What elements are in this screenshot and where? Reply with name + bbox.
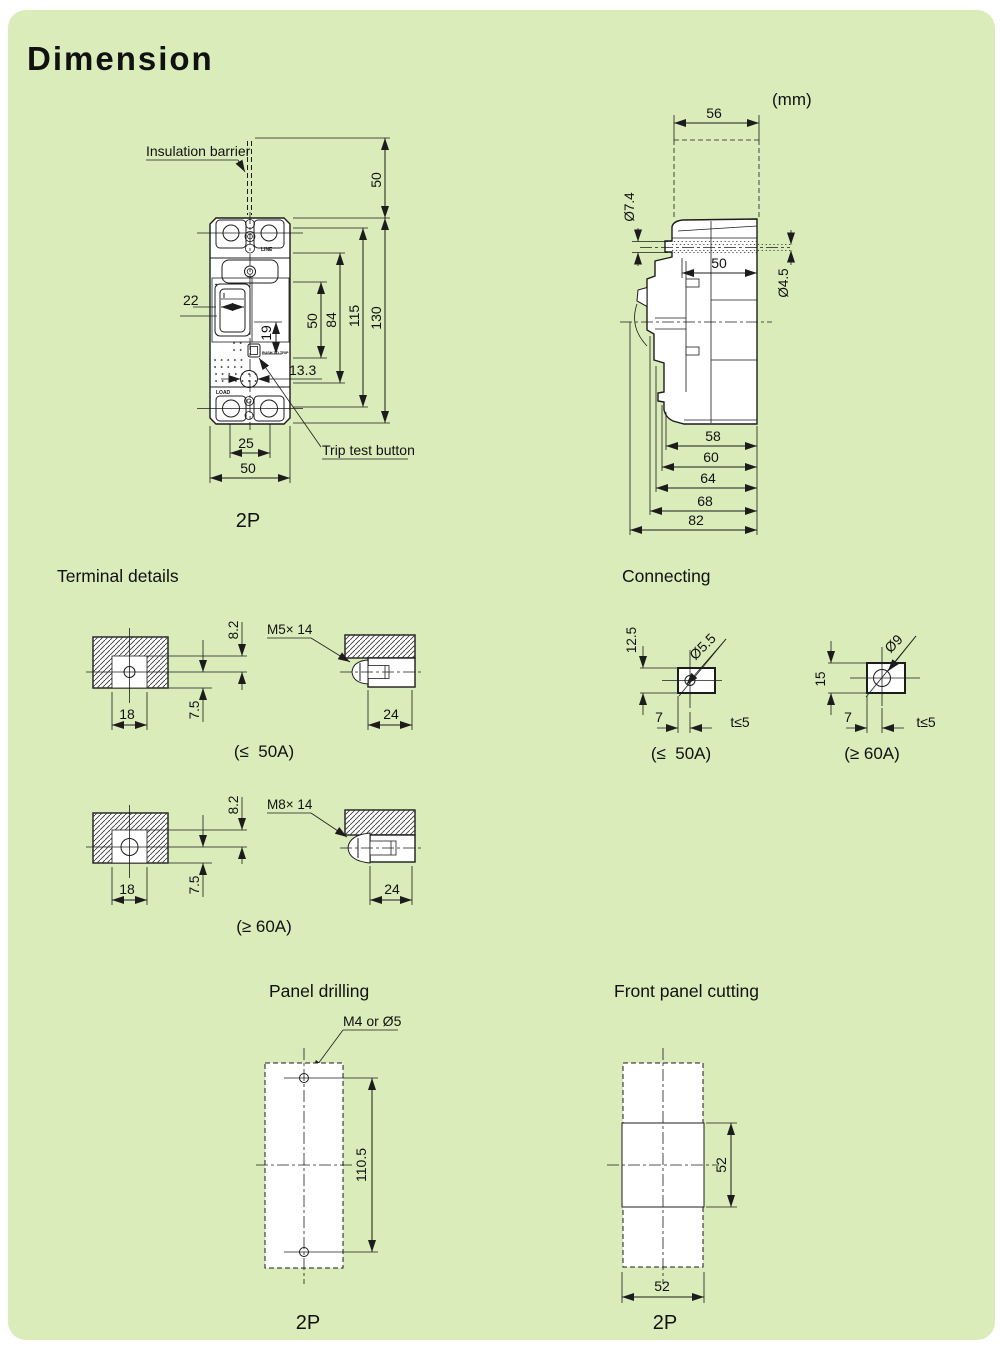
dim-7-5-r2: 7.5	[187, 876, 202, 895]
trip-test-button	[247, 343, 261, 358]
dim-18-r1: 18	[119, 706, 135, 722]
screw-label-m8: M8× 14	[267, 797, 313, 812]
dim-8-2-r2: 8.2	[226, 796, 241, 815]
thickness-c2: t≤5	[916, 714, 936, 730]
insulation-barrier-label: Insulation barrier	[146, 143, 251, 159]
front-panel-cutting-pole-label: 2P	[652, 1312, 678, 1334]
front-view-pole-label: 2P	[235, 510, 261, 532]
front-view-drawing: Insulation barrier LINE	[146, 137, 415, 483]
dim-dia-4-5: Ø4.5	[776, 268, 791, 297]
panel-drilling-drawing: M4 or Ø5 110.5	[256, 1013, 402, 1284]
page-title: Dimension	[27, 40, 214, 77]
drill-hole-label: M4 or Ø5	[343, 1013, 402, 1029]
dim-130: 130	[368, 306, 384, 330]
terminal-detail-60a: 18 8.2 7.5 24 M8× 14	[86, 796, 424, 905]
units-label: (mm)	[772, 90, 812, 109]
dim-50-mid: 50	[304, 313, 320, 329]
caption-connecting-60a: (≥ 60A)	[844, 744, 900, 763]
dim-68: 68	[697, 493, 713, 509]
line-terminal-left	[215, 219, 247, 249]
dim-12-5: 12.5	[624, 627, 639, 653]
caption-terminal-60a: (≥ 60A)	[236, 917, 292, 936]
thickness-c1: t≤5	[730, 714, 750, 730]
connecting-heading: Connecting	[622, 566, 711, 586]
front-panel-cutting-drawing: 52 52	[607, 1048, 737, 1303]
trip-test-button-label: Trip test button	[322, 442, 415, 458]
dim-24-r1: 24	[383, 706, 399, 722]
sheet-background	[8, 10, 995, 1340]
dim-dia-9: Ø9	[881, 631, 906, 656]
dim-110-5: 110.5	[353, 1148, 369, 1182]
dim-60: 60	[703, 449, 719, 465]
dim-width-50: 50	[240, 460, 256, 476]
dim-7-c2: 7	[844, 709, 852, 725]
panel-drilling-pole-label: 2P	[295, 1312, 321, 1334]
dim-cut-width-52: 52	[654, 1278, 670, 1294]
front-panel-cutting-heading: Front panel cutting	[614, 981, 759, 1001]
dim-84: 84	[323, 312, 339, 328]
dim-dia-5-5: Ø5.5	[686, 630, 719, 663]
dim-15: 15	[813, 671, 828, 686]
dim-18-r2: 18	[119, 881, 135, 897]
breaker-side-body	[646, 218, 758, 425]
dim-barrier-50: 50	[368, 172, 384, 188]
connecting-60a: Ø9 15 7 t≤5	[813, 631, 936, 733]
dim-115: 115	[346, 305, 362, 328]
dim-8-2-r1: 8.2	[226, 621, 241, 640]
dim-13-3: 13.3	[289, 362, 316, 378]
dim-56: 56	[706, 105, 722, 121]
line-terminal-right	[253, 219, 285, 249]
screw-label-m5: M5× 14	[267, 622, 313, 637]
caption-terminal-50a: (≤ 50A)	[233, 742, 295, 761]
dim-7-c1: 7	[655, 709, 663, 725]
dim-7-5-r1: 7.5	[187, 701, 202, 720]
side-view-drawing: 56	[620, 105, 795, 535]
dim-depth-50: 50	[711, 255, 727, 271]
connecting-50a: Ø5.5 12.5 7 t≤5	[624, 627, 750, 733]
dim-24-r2: 24	[384, 881, 400, 897]
line-label: LINE	[261, 247, 273, 253]
dim-cut-height-52: 52	[713, 1157, 729, 1173]
terminal-details-heading: Terminal details	[57, 566, 179, 586]
terminal-detail-50a: 18 8.2 7.5 24 M5× 14	[86, 621, 424, 730]
dim-dia-7-4: Ø7.4	[622, 192, 637, 222]
dim-82: 82	[688, 512, 704, 528]
dim-handle-22: 22	[183, 292, 199, 308]
dim-64: 64	[700, 470, 716, 486]
side-handle	[636, 286, 648, 308]
caption-connecting-50a: (≤ 50A)	[650, 744, 712, 763]
panel-drilling-heading: Panel drilling	[269, 981, 370, 1001]
dim-58: 58	[705, 428, 721, 444]
dim-19: 19	[258, 325, 274, 341]
load-label: LOAD	[216, 390, 231, 396]
dim-25: 25	[238, 435, 254, 451]
